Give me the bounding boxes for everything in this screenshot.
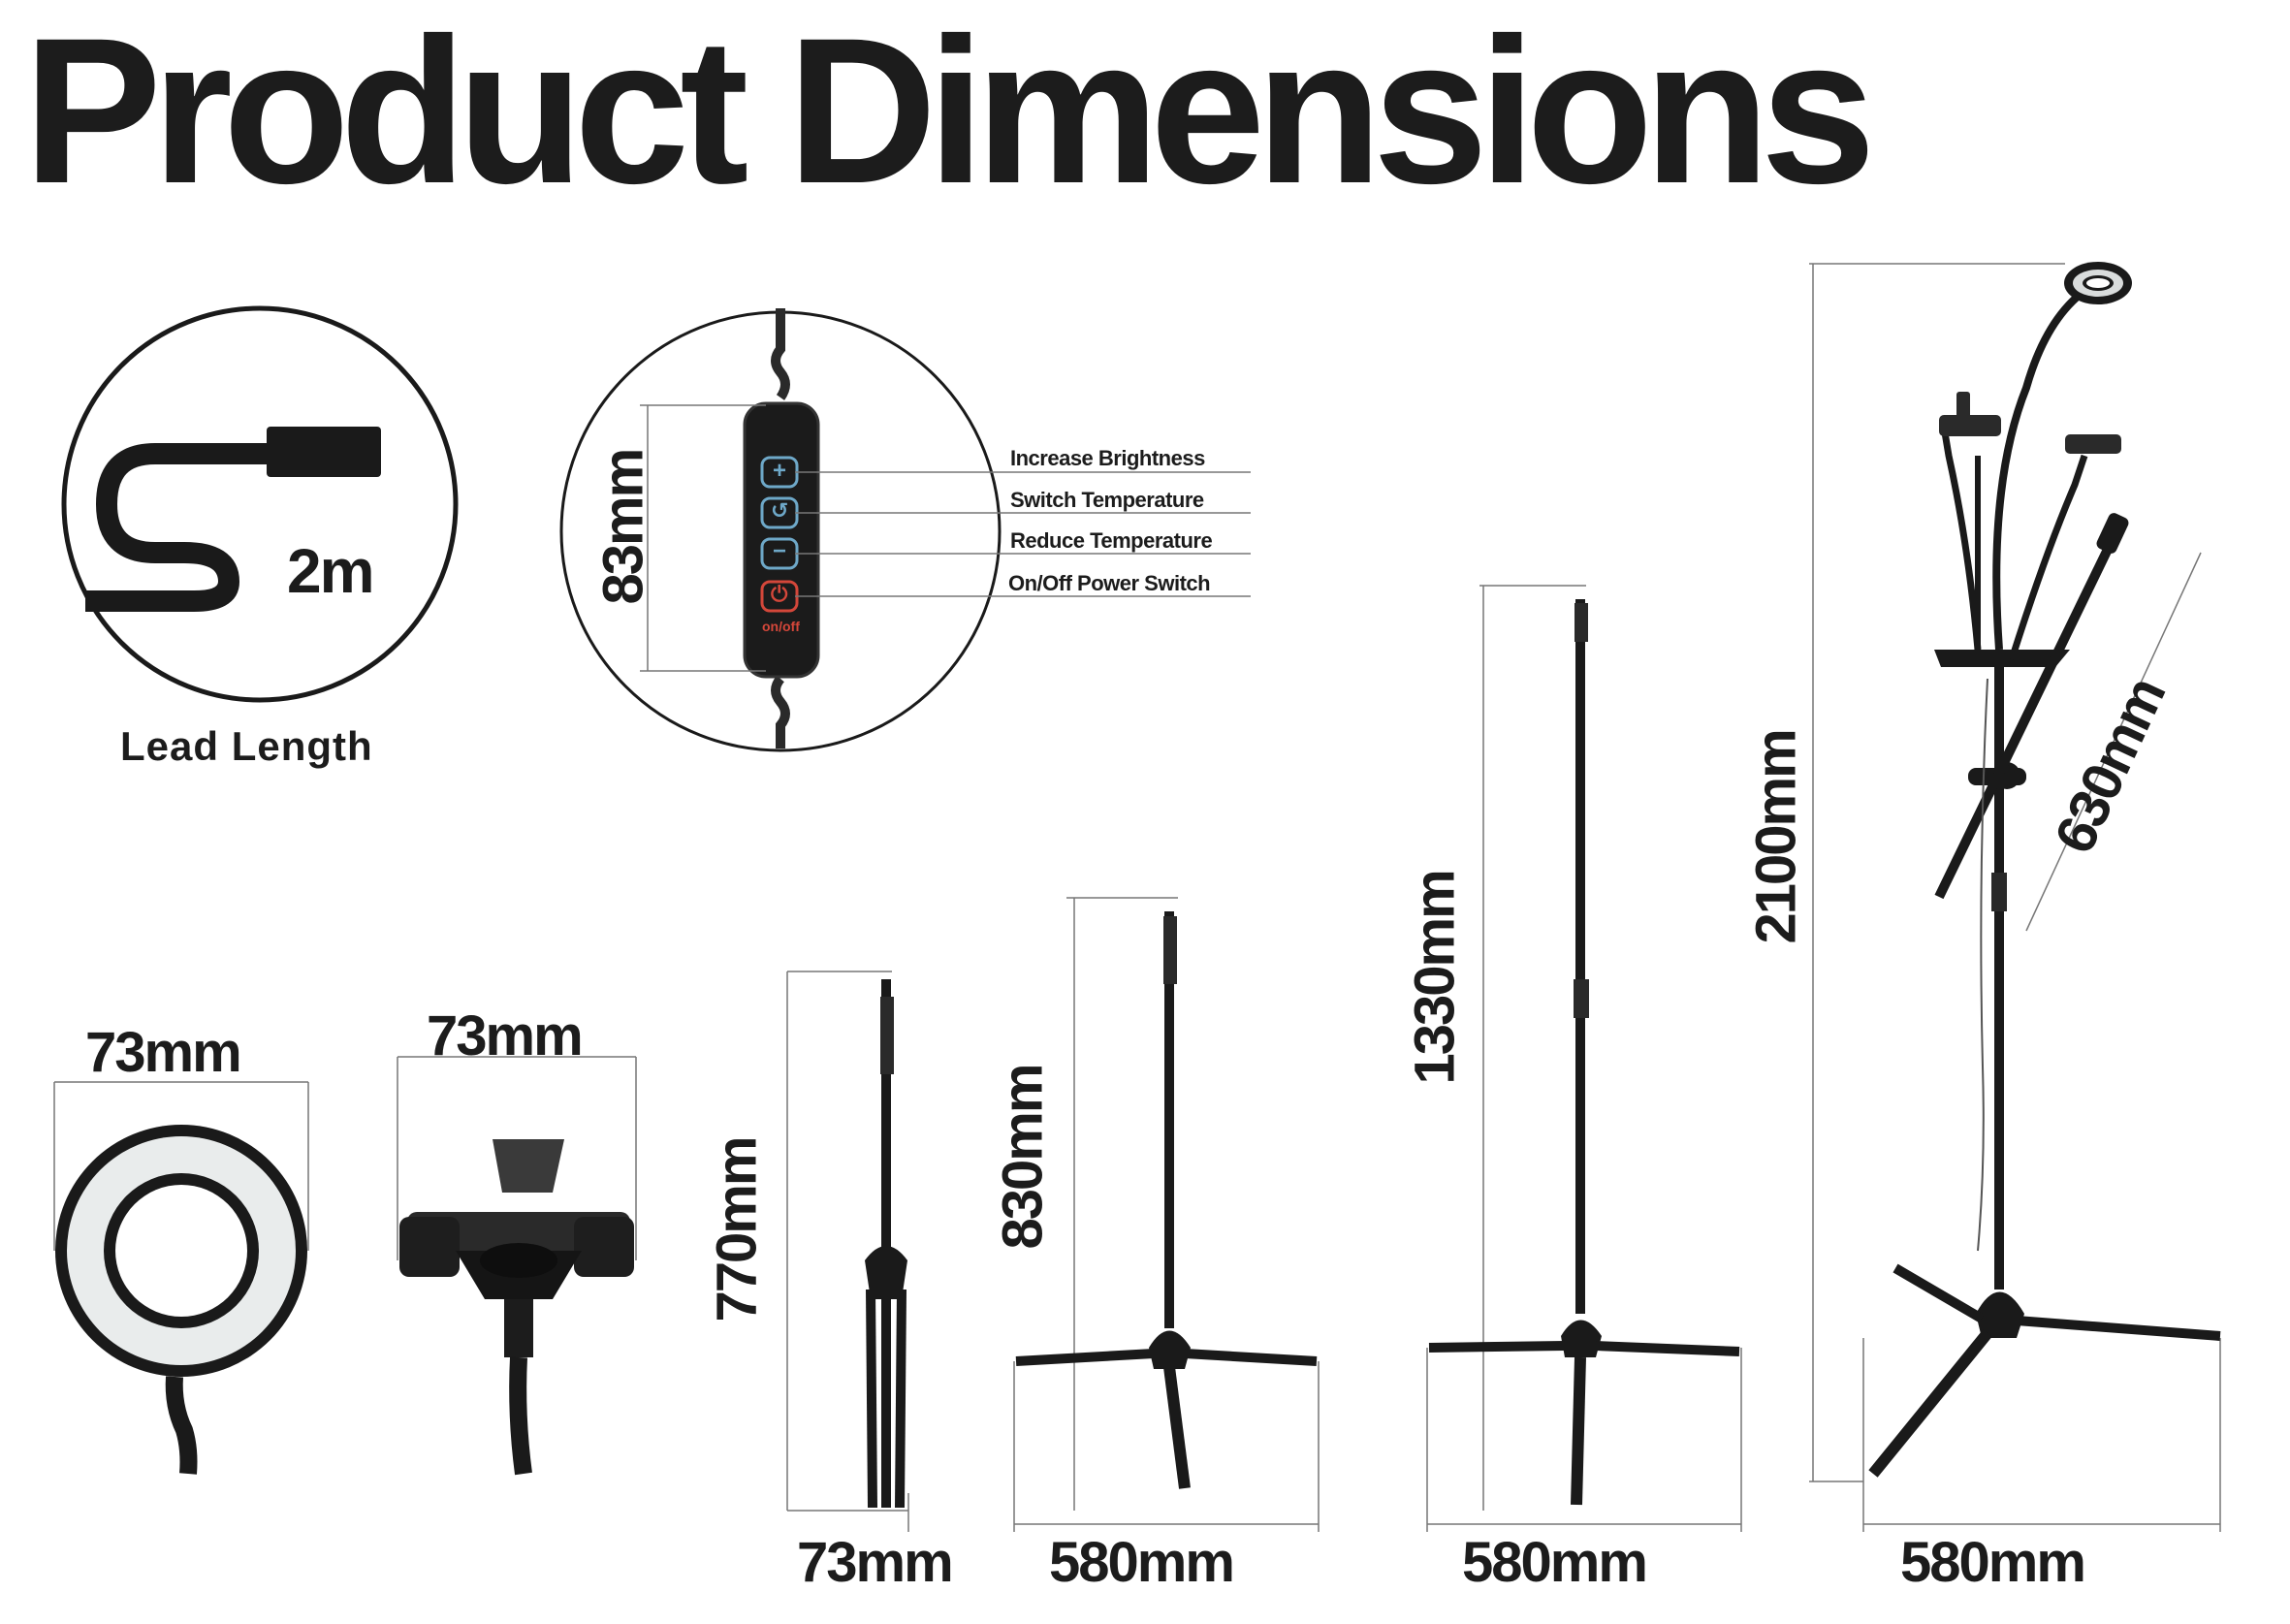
power-label: on/off (762, 619, 800, 634)
button-symbol-power: ⏻ (771, 582, 788, 606)
button-label-increase-brightness: Increase Brightness (1010, 446, 1205, 470)
button-symbol-cycle: ↺ (771, 498, 789, 523)
stand-2100-diagram (1809, 262, 2221, 1532)
stand-830-diagram (1013, 897, 1320, 1532)
stand-830-width-label: 580mm (1049, 1531, 1235, 1594)
usb-plug-icon (267, 427, 381, 477)
ring-light-diagram (53, 1081, 309, 1475)
stand-770-diagram (786, 971, 909, 1532)
ring-light-width-label: 73mm (85, 1021, 242, 1084)
stand-1330-width-label: 580mm (1462, 1531, 1648, 1594)
button-label-reduce-temperature: Reduce Temperature (1010, 528, 1213, 553)
stand-2100-height-label: 2100mm (1744, 730, 1808, 944)
stand-2100-width-label: 580mm (1900, 1531, 2086, 1594)
lead-length-caption: Lead Length (120, 723, 373, 769)
lead-length-value: 2m (287, 536, 374, 606)
page-title: Product Dimensions (23, 0, 1876, 227)
button-symbol-plus: + (773, 458, 787, 484)
button-label-switch-temperature: Switch Temperature (1010, 488, 1204, 512)
lead-length-diagram (61, 305, 459, 703)
controller-height-label: 83mm (591, 449, 655, 605)
stand-770-width-label: 73mm (797, 1531, 954, 1594)
button-symbol-minus: − (773, 538, 787, 564)
stand-1330-diagram (1426, 585, 1742, 1532)
stand-1330-height-label: 1330mm (1403, 871, 1467, 1085)
phone-holder-width-label: 73mm (427, 1004, 584, 1067)
button-label-power: On/Off Power Switch (1008, 571, 1211, 595)
stand-770-height-label: 770mm (705, 1137, 769, 1322)
phone-holder-diagram (397, 1056, 637, 1476)
stand-830-height-label: 830mm (991, 1065, 1055, 1250)
controller-diagram (559, 308, 1251, 752)
